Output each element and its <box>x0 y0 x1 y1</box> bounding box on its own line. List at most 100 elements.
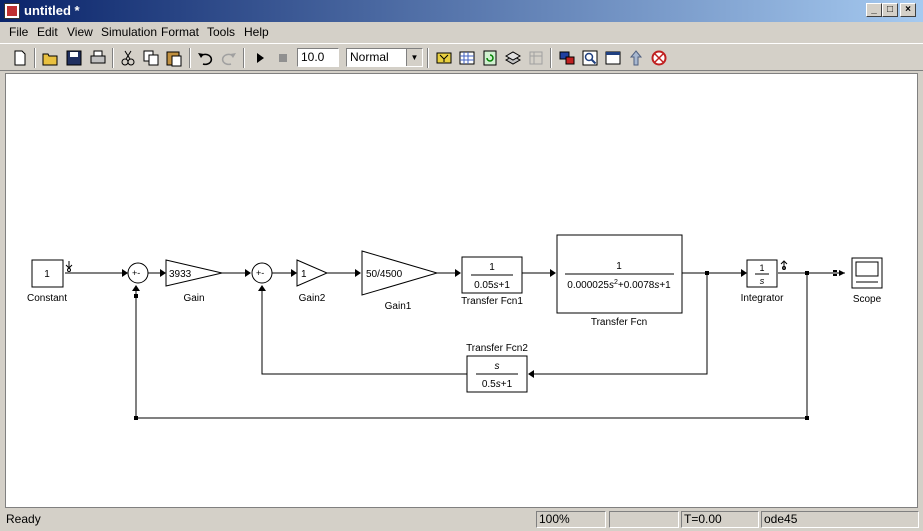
branch-point <box>805 271 809 275</box>
toolbar-separator <box>112 48 114 68</box>
scope-label[interactable]: Scope <box>853 294 882 305</box>
gain-label[interactable]: Gain <box>183 293 204 304</box>
chevron-down-icon[interactable]: ▼ <box>406 49 422 66</box>
arrowhead <box>258 285 266 291</box>
simulation-mode-value: Normal <box>350 50 389 64</box>
transfer-fcn-block[interactable]: 1 0.000025s2+0.0078s+1 <box>556 234 683 314</box>
debug-icon[interactable] <box>557 48 577 68</box>
simulation-mode-select[interactable]: Normal ▼ <box>346 48 423 67</box>
sim-time: T=0.00 <box>681 511 759 528</box>
library-browser-icon[interactable] <box>457 48 477 68</box>
tf1-denominator: 0.05s+1 <box>474 280 510 291</box>
tf1-den-const: +1 <box>499 280 511 291</box>
block-diagram: 1 Constant +- 3933 Gain +- 1 Gain2 50/45… <box>27 234 883 420</box>
transfer-fcn1-block[interactable]: 1 0.05s+1 <box>461 256 523 294</box>
gain1-label[interactable]: Gain1 <box>385 301 412 312</box>
arrowhead <box>122 269 128 277</box>
integrator-numerator: 1 <box>759 263 764 273</box>
toolbar-separator <box>189 48 191 68</box>
tf1-numerator: 1 <box>489 262 495 273</box>
port-marker <box>833 274 837 276</box>
stop-time-input[interactable]: 10.0 <box>297 48 339 67</box>
open-folder-icon[interactable] <box>40 48 60 68</box>
arrowhead <box>245 269 251 277</box>
corner-point <box>805 416 809 420</box>
tf2-label[interactable]: Transfer Fcn2 <box>466 343 528 354</box>
port-marker <box>134 294 138 298</box>
arrowhead <box>291 269 297 277</box>
cut-icon[interactable] <box>118 48 138 68</box>
update-diagram-icon[interactable] <box>480 48 500 68</box>
zoom-level: 100% <box>536 511 606 528</box>
constant-block[interactable]: 1 <box>31 259 73 288</box>
zoom-icon[interactable] <box>580 48 600 68</box>
toolbar: 10.0 Normal ▼ <box>0 43 923 71</box>
tf2-denominator: 0.5s+1 <box>482 379 513 390</box>
print-icon[interactable] <box>88 48 108 68</box>
menu-view[interactable]: View <box>67 25 93 39</box>
simulink-app-icon[interactable] <box>4 3 20 19</box>
menu-file[interactable]: File <box>9 25 29 39</box>
toolbar-separator <box>243 48 245 68</box>
tf-den-var2: s <box>654 280 659 291</box>
minimize-button[interactable]: _ <box>866 3 882 17</box>
gain1-value: 50/4500 <box>366 269 403 280</box>
toggle-model-browser-icon <box>526 48 546 68</box>
tf2-den-var: s <box>496 379 501 390</box>
diagnostics-icon[interactable] <box>649 48 669 68</box>
new-model-icon[interactable] <box>10 48 30 68</box>
copy-icon[interactable] <box>141 48 161 68</box>
model-canvas[interactable]: 1 Constant +- 3933 Gain +- 1 Gain2 50/45… <box>5 73 918 508</box>
sum-block-2[interactable]: +- <box>251 262 273 284</box>
menu-edit[interactable]: Edit <box>37 25 58 39</box>
arrowhead <box>528 370 534 378</box>
toolbar-separator <box>550 48 552 68</box>
integrator-block[interactable]: 1 s <box>746 259 788 288</box>
sum-block-1[interactable]: +- <box>127 262 149 284</box>
scope-block[interactable] <box>851 257 883 289</box>
menu-help[interactable]: Help <box>244 25 269 39</box>
save-icon[interactable] <box>64 48 84 68</box>
sum-signs: +- <box>256 268 264 278</box>
integrator-label[interactable]: Integrator <box>741 293 784 304</box>
tf2-den-coef: 0.5 <box>482 379 496 390</box>
menu-simulation[interactable]: Simulation <box>101 25 158 39</box>
transfer-fcn2-block[interactable]: s 0.5s+1 <box>466 355 528 393</box>
status-empty-pane <box>609 511 679 528</box>
tf-label[interactable]: Transfer Fcn <box>591 317 647 328</box>
toolbar-separator <box>34 48 36 68</box>
model-explorer-icon[interactable] <box>503 48 523 68</box>
arrowhead <box>839 270 845 276</box>
close-button[interactable]: × <box>900 3 916 17</box>
tf-den-var1: s <box>609 280 614 291</box>
toolbar-separator <box>427 48 429 68</box>
start-simulation-icon[interactable] <box>250 48 270 68</box>
gain-block[interactable]: 3933 <box>165 259 223 287</box>
menu-format[interactable]: Format <box>161 25 200 39</box>
integrator-denominator: s <box>760 276 765 286</box>
tf2-den-const: +1 <box>501 379 513 390</box>
undo-icon[interactable] <box>195 48 215 68</box>
sum-signs: +- <box>132 268 140 278</box>
menu-tools[interactable]: Tools <box>207 25 236 39</box>
status-bar: Ready 100% T=0.00 ode45 <box>0 509 923 531</box>
arrowhead <box>741 269 747 277</box>
tf1-label[interactable]: Transfer Fcn1 <box>461 296 523 307</box>
branch-point <box>705 271 709 275</box>
gain2-label[interactable]: Gain2 <box>299 293 326 304</box>
maximize-button[interactable]: □ <box>882 3 898 17</box>
build-icon[interactable] <box>434 48 454 68</box>
gain1-block[interactable]: 50/4500 <box>361 250 439 296</box>
constant-label[interactable]: Constant <box>27 293 67 304</box>
tf-denominator: 0.000025s2+0.0078s+1 <box>567 279 671 291</box>
gain2-block[interactable]: 1 <box>296 259 329 287</box>
solver-name: ode45 <box>761 511 919 528</box>
redo-icon <box>219 48 239 68</box>
tf-den-c: +1 <box>659 280 671 291</box>
go-to-parent-icon[interactable] <box>626 48 646 68</box>
paste-icon[interactable] <box>164 48 184 68</box>
tf-numerator: 1 <box>616 261 622 272</box>
stop-simulation-icon <box>273 48 293 68</box>
model-properties-icon[interactable] <box>603 48 623 68</box>
tf1-den-var: s <box>494 280 499 291</box>
